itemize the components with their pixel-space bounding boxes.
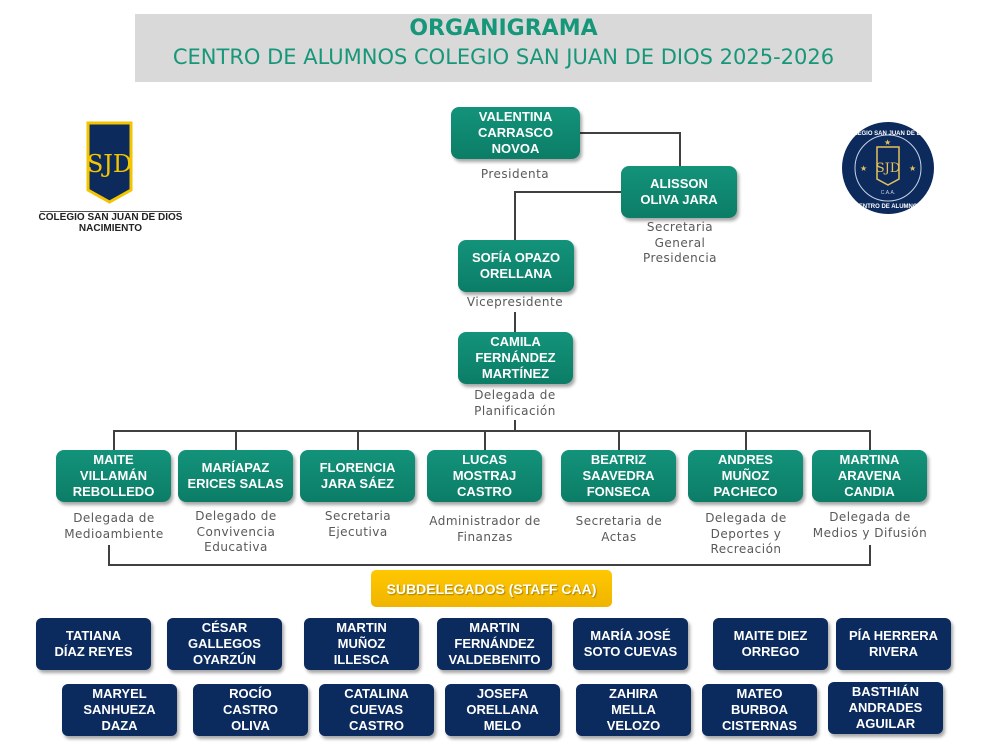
subtitle: CENTRO DE ALUMNOS COLEGIO SAN JUAN DE DI… [172, 45, 835, 69]
node-delegate[interactable]: MAITE VILLAMÁN REBOLLEDO [56, 450, 171, 502]
node-delegate[interactable]: FLORENCIA JARA SÁEZ [300, 450, 415, 502]
staff-member[interactable]: MATEO BURBOA CISTERNAS [702, 684, 817, 736]
svg-text:★: ★ [860, 164, 867, 173]
connector [108, 545, 110, 565]
connector [679, 132, 681, 166]
node-delegate[interactable]: LUCAS MOSTRAJ CASTRO [427, 450, 542, 502]
connector [580, 132, 680, 134]
staff-member[interactable]: MARÍA JOSÉ SOTO CUEVAS [573, 618, 688, 670]
role-label: Delegada de Deportes y Recreación [705, 511, 787, 556]
connector [514, 420, 516, 430]
school-city: NACIMIENTO [78, 223, 143, 234]
role-label: Delegada de Medioambiente [64, 511, 164, 541]
node-general-secretary[interactable]: ALISSON OLIVA JARA [621, 166, 737, 218]
role-label: Secretaria Ejecutiva [324, 509, 392, 539]
svg-text:SJD: SJD [876, 161, 901, 176]
role-label: Presidenta [480, 167, 550, 181]
node-delegate[interactable]: BEATRIZ SAAVEDRA FONSECA [561, 450, 676, 502]
seal-icon: SJD C.A.A. COLEGIO SAN JUAN DE DIOS CENT… [842, 122, 934, 214]
svg-text:COLEGIO SAN JUAN DE DIOS: COLEGIO SAN JUAN DE DIOS [845, 131, 931, 137]
role-label: Secretaria de Actas [575, 514, 663, 544]
subdelegados-header: SUBDELEGADOS (STAFF CAA) [371, 570, 612, 607]
role-label: Delegado de Convivencia Educativa [195, 509, 277, 554]
school-logo: SJD COLEGIO SAN JUAN DE DIOS NACIMIENTO [38, 120, 183, 234]
role-label: Secretaria General Presidencia [642, 220, 718, 265]
node-vicepresident[interactable]: SOFÍA OPAZO ORELLANA [458, 240, 574, 292]
staff-member[interactable]: MAITE DIEZ ORREGO [713, 618, 828, 670]
role-label: Delegada de Medios y Difusión [812, 510, 928, 540]
connector [108, 564, 871, 566]
connector [515, 191, 621, 193]
svg-text:★: ★ [909, 164, 916, 173]
node-planning[interactable]: CAMILA FERNÁNDEZ MARTÍNEZ [458, 332, 573, 384]
role-label: Administrador de Finanzas [429, 514, 541, 544]
staff-member[interactable]: ZAHIRA MELLA VELOZO [576, 684, 691, 736]
staff-member[interactable]: CATALINA CUEVAS CASTRO [319, 684, 434, 736]
staff-member[interactable]: MARYEL SANHUEZA DAZA [62, 684, 177, 736]
staff-member[interactable]: PÍA HERRERA RIVERA [836, 618, 951, 670]
svg-text:CENTRO DE ALUMNOS: CENTRO DE ALUMNOS [854, 204, 921, 210]
svg-text:SJD: SJD [87, 150, 132, 178]
staff-member[interactable]: MARTIN FERNÁNDEZ VALDEBENITO [437, 618, 552, 670]
node-delegate[interactable]: ANDRES MUÑOZ PACHECO [688, 450, 803, 502]
staff-member[interactable]: MARTIN MUÑOZ ILLESCA [304, 618, 419, 670]
title-banner: ORGANIGRAMA CENTRO DE ALUMNOS COLEGIO SA… [135, 14, 872, 82]
shield-icon: SJD [86, 121, 133, 204]
node-president[interactable]: VALENTINA CARRASCO NOVOA [451, 107, 580, 159]
svg-text:★: ★ [884, 138, 891, 147]
staff-member[interactable]: TATIANA DÍAZ REYES [36, 618, 151, 670]
school-name: COLEGIO SAN JUAN DE DIOS [38, 212, 183, 223]
connector [514, 191, 516, 240]
role-label: Vicepresidente [466, 295, 564, 309]
caa-logo: SJD C.A.A. COLEGIO SAN JUAN DE DIOS CENT… [841, 121, 935, 220]
title: ORGANIGRAMA [409, 16, 598, 41]
staff-member[interactable]: BASTHIÁN ANDRADES AGUILAR [828, 682, 943, 734]
node-delegate[interactable]: MARÍAPAZ ERICES SALAS [178, 450, 293, 502]
staff-member[interactable]: CÉSAR GALLEGOS OYARZÚN [167, 618, 282, 670]
role-label: Delegada de Planificación [474, 388, 556, 418]
connector [113, 430, 871, 432]
staff-member[interactable]: JOSEFA ORELLANA MELO [445, 684, 560, 736]
connector [514, 312, 516, 332]
node-delegate[interactable]: MARTINA ARAVENA CANDIA [812, 450, 927, 502]
staff-member[interactable]: ROCÍO CASTRO OLIVA [193, 684, 308, 736]
svg-text:C.A.A.: C.A.A. [881, 190, 895, 196]
